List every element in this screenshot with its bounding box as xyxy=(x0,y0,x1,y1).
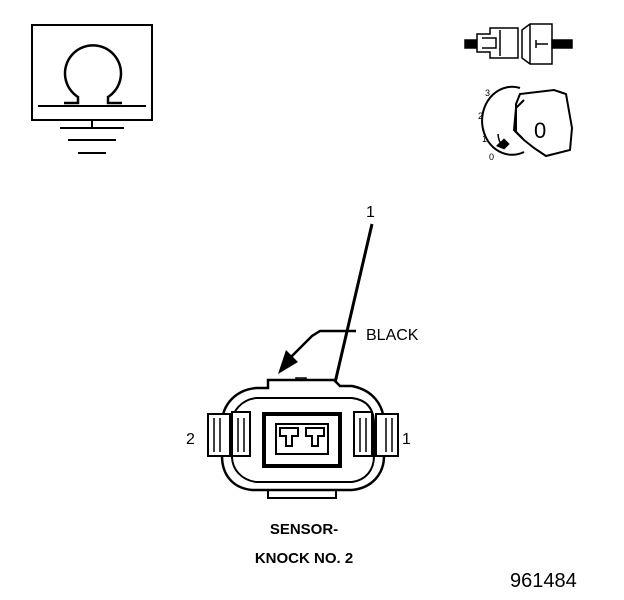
wire-color-label: BLACK xyxy=(366,327,419,344)
ignition-key-icon: 0 3 2 1 0 xyxy=(478,85,574,162)
ignition-pos-2: 2 xyxy=(478,111,483,121)
ignition-pos-1: 1 xyxy=(482,134,487,144)
pin-label-left: 2 xyxy=(186,431,195,448)
wire-color-arrowhead xyxy=(278,350,298,374)
ohmmeter-icon xyxy=(31,24,153,154)
key-symbol-label: 0 xyxy=(534,118,546,143)
pin-label-right: 1 xyxy=(402,431,411,448)
wire-color-leader xyxy=(285,329,356,363)
component-title-line1: SENSOR- xyxy=(270,521,338,538)
component-title-line2: KNOCK NO. 2 xyxy=(255,550,353,567)
figure-id: 961484 xyxy=(510,570,577,592)
connector-face xyxy=(207,377,399,499)
ignition-pos-0: 0 xyxy=(489,152,494,162)
disconnected-connector-icon xyxy=(464,23,573,65)
callout-number: 1 xyxy=(366,204,375,221)
ignition-pos-3: 3 xyxy=(485,88,490,98)
